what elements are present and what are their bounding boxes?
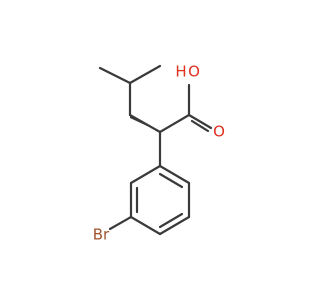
stereo-wedge xyxy=(130,114,160,132)
ring-bond-6 xyxy=(158,164,191,185)
ring-bond-4 xyxy=(158,215,191,236)
carbonyl-o-label: O xyxy=(213,123,225,141)
structure-diagram: H O O Br xyxy=(93,63,225,244)
bond-carbonyl-1 xyxy=(187,113,213,130)
bond-methyl-right xyxy=(128,64,162,85)
ring-bond-3 xyxy=(129,215,162,236)
bond-carbonyl-2 xyxy=(190,119,210,133)
ring-double-2 xyxy=(158,212,184,229)
bond-stereocenter-carboxyl xyxy=(158,113,191,134)
hydroxyl-h-label: H xyxy=(175,63,186,81)
molecule-canvas: H O O Br xyxy=(92,62,225,244)
ring-bond-1 xyxy=(129,164,162,185)
hydroxyl-o-label: O xyxy=(188,63,200,81)
ring-double-3 xyxy=(158,172,184,189)
bond-methyl-left xyxy=(98,66,132,85)
bond-c-br xyxy=(108,215,133,231)
bromine-label: Br xyxy=(93,226,110,244)
